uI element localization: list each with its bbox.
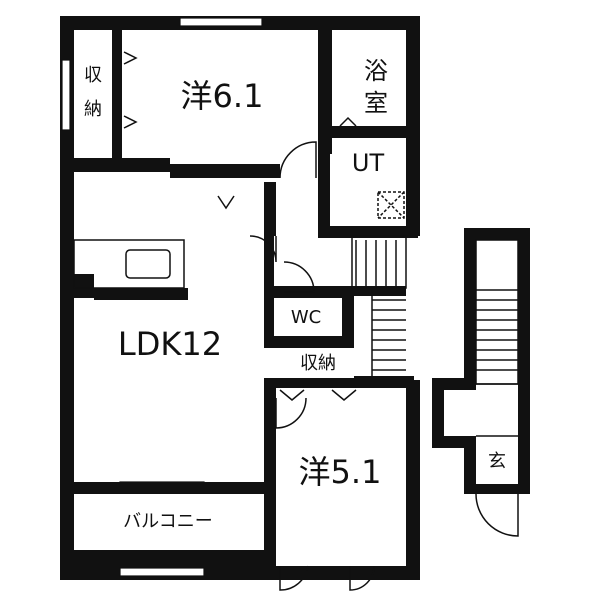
washer-box [377,191,405,219]
room-label-entrance: 玄 [488,451,506,472]
room-label-bath-2: 室 [364,89,388,117]
room-label-bath-1: 浴 [364,57,388,85]
room-label-storage-2: 収納 [300,353,336,374]
stairs-main [351,235,407,376]
entrance-walls [432,228,530,537]
room-label-balcony: バルコニー [123,511,213,532]
room-label-storage-1a: 収 [84,65,102,86]
closet-marks [123,51,357,401]
room-label-utility: UT [352,149,385,177]
room-label-storage-1b: 納 [84,99,102,120]
room-label-western-1: 洋6.1 [181,77,264,115]
kitchen-counter [73,239,185,289]
room-label-western-2: 洋5.1 [299,453,382,491]
room-label-living: LDK12 [118,325,222,363]
room-label-wc: WC [291,307,321,328]
door-swings [249,141,375,591]
interior-walls [60,16,420,566]
